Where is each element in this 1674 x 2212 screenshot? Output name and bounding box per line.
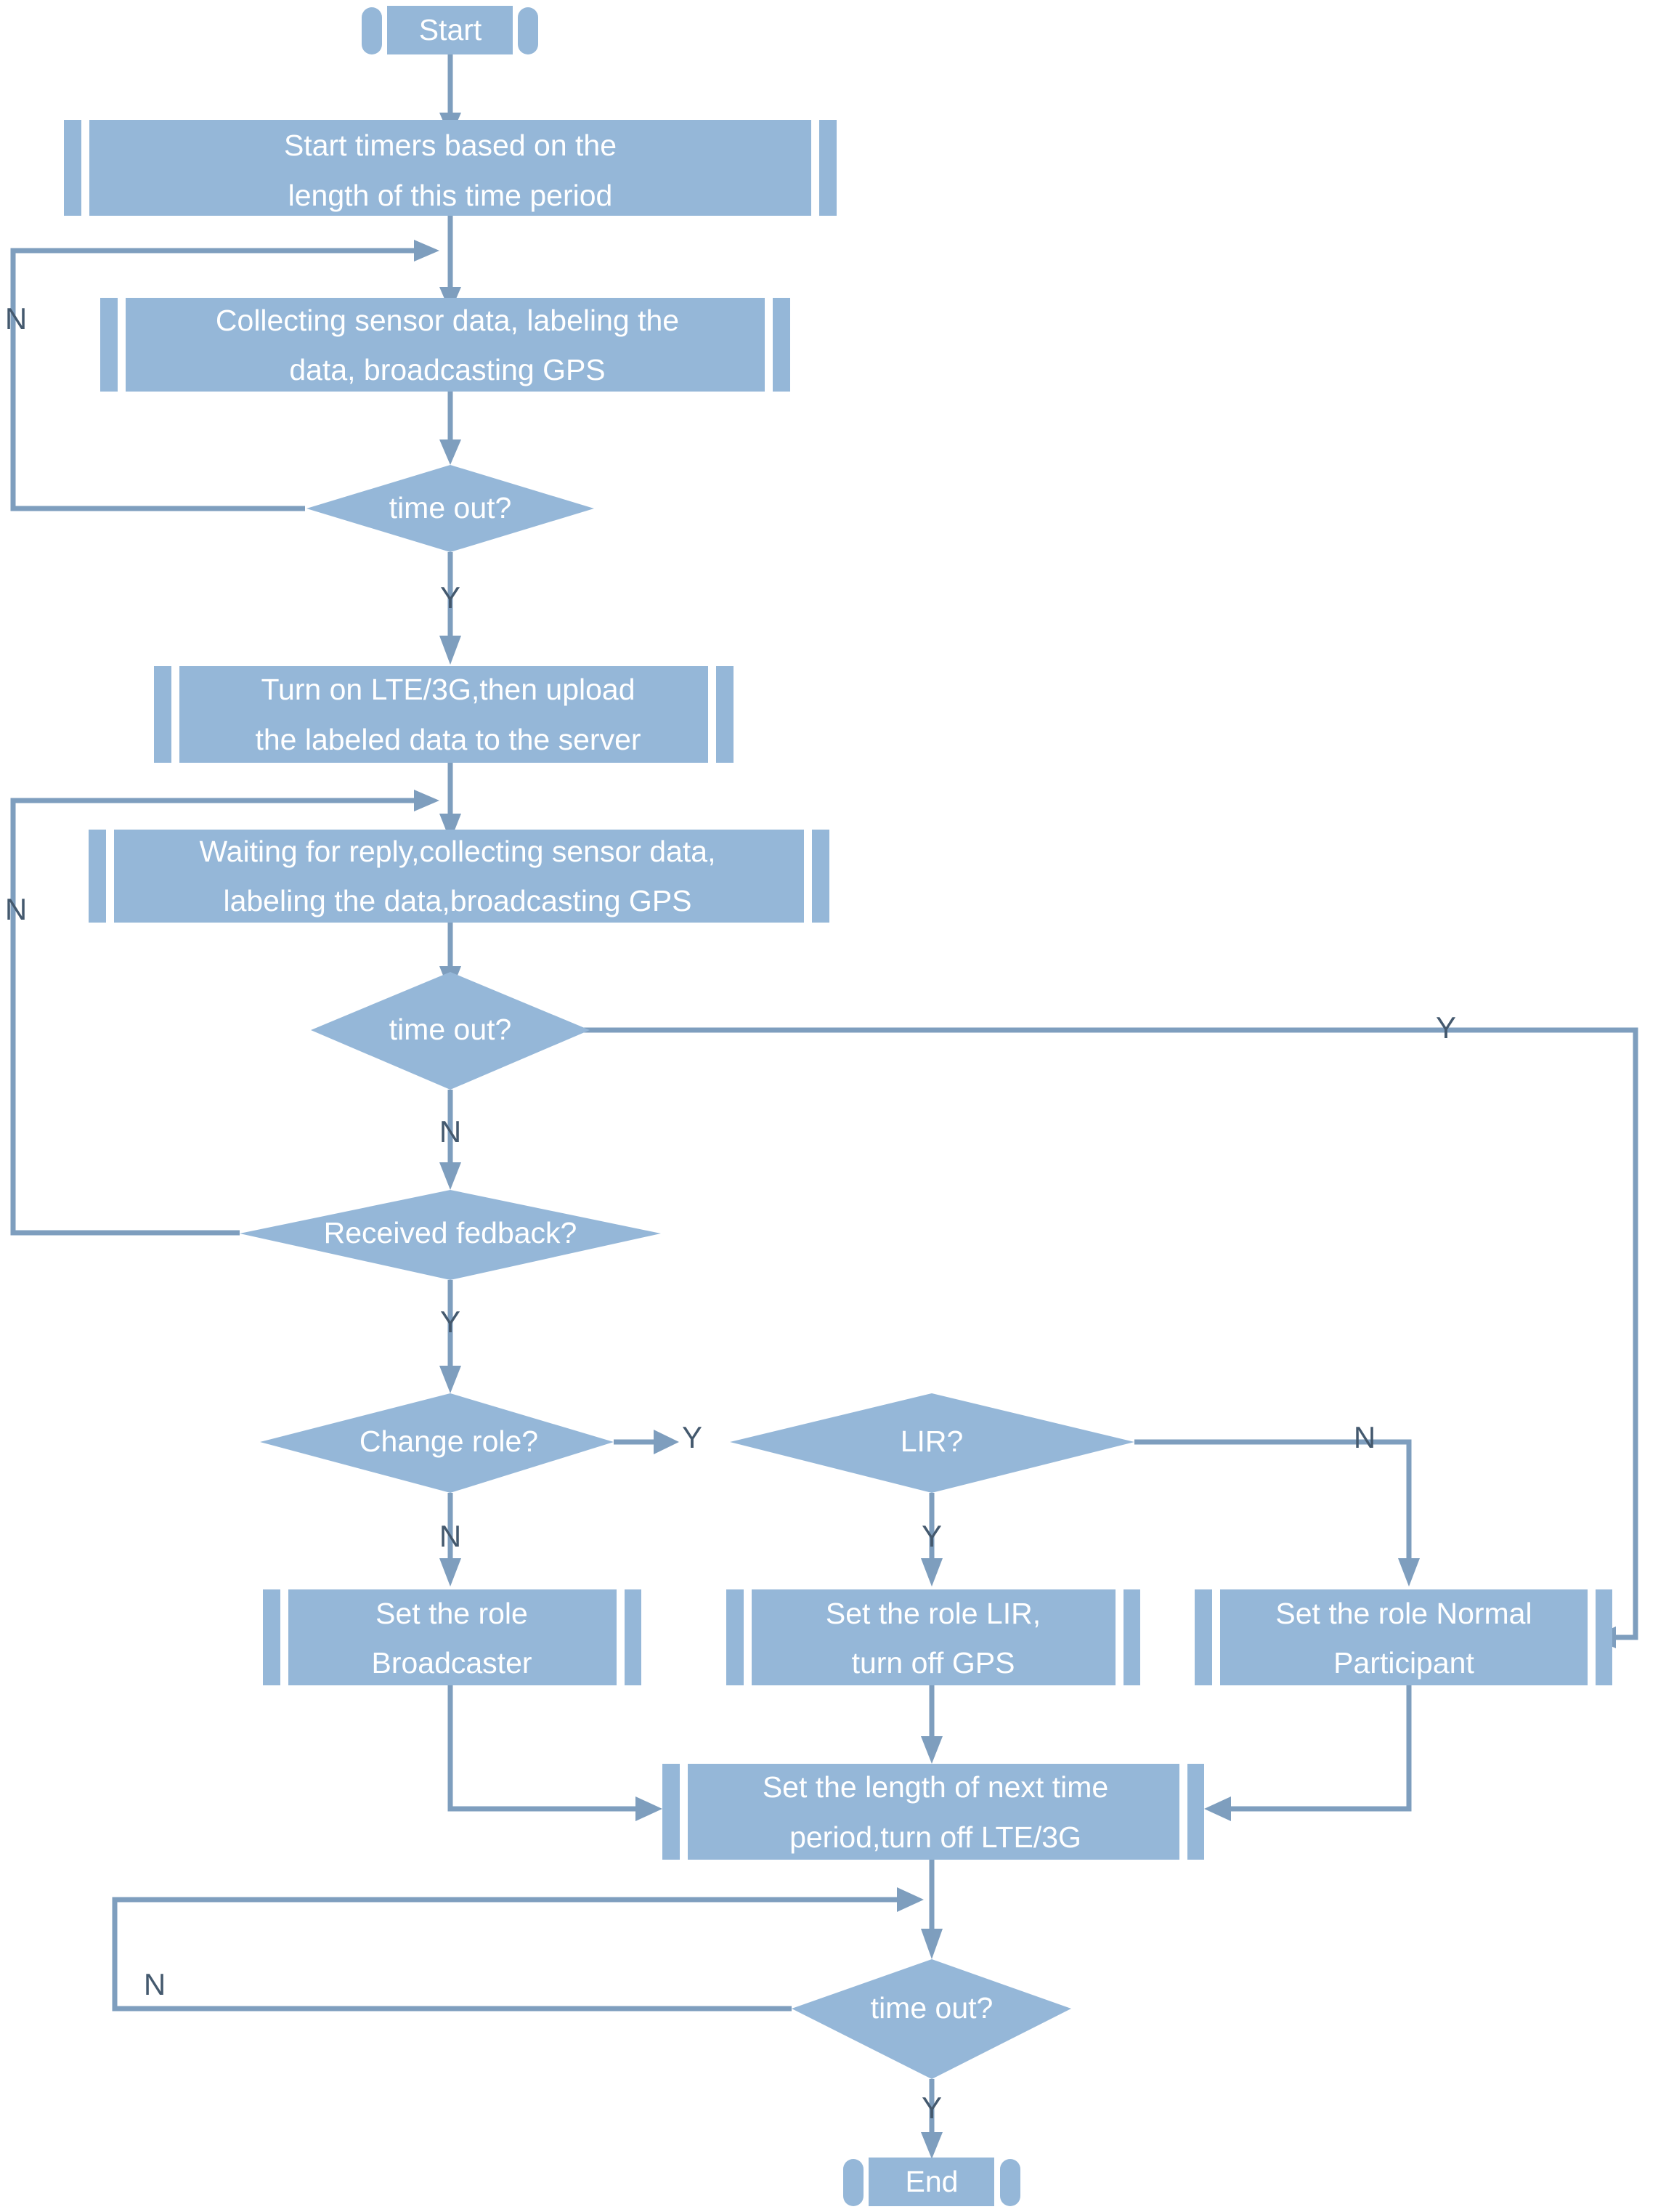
edge-role-bc-to-setlen: [447, 1685, 662, 1821]
edge-upload-to-waiting: [439, 763, 461, 841]
node-timeout-1-label: time out?: [389, 491, 512, 524]
node-end[interactable]: End: [843, 2158, 1020, 2206]
node-start-timers-label-line2: length of this time period: [288, 179, 613, 212]
node-collect-sensor-data-label-line2: data, broadcasting GPS: [289, 353, 605, 386]
node-lir[interactable]: LIR?: [730, 1393, 1134, 1493]
node-upload-data[interactable]: Turn on LTE/3G,then upload the labeled d…: [154, 666, 734, 763]
edge-feedback-no-loop: [10, 790, 439, 1236]
node-timeout-2-label: time out?: [389, 1013, 512, 1046]
edge-role-np-to-setlen: [1204, 1685, 1412, 1821]
node-timeout-1[interactable]: time out?: [306, 465, 594, 552]
edge-label-timeout1-yes: Y: [440, 580, 460, 615]
node-waiting-for-reply[interactable]: Waiting for reply,collecting sensor data…: [89, 830, 829, 923]
edge-setlen-to-timeout3: [921, 1860, 943, 1959]
edge-lir-no-to-role-np: [1134, 1439, 1420, 1587]
node-end-label: End: [906, 2165, 959, 2198]
node-waiting-for-reply-label-line2: labeling the data,broadcasting GPS: [223, 884, 691, 917]
node-timeout-3[interactable]: time out?: [792, 1959, 1071, 2079]
node-start-timers-label-line1: Start timers based on the: [284, 129, 617, 162]
node-waiting-for-reply-label-line1: Waiting for reply,collecting sensor data…: [200, 835, 716, 868]
edge-timeout1-yes-to-upload: [439, 552, 461, 665]
edge-collect1-to-timeout1: [439, 392, 461, 465]
node-received-feedback-label: Received fedback?: [324, 1216, 577, 1249]
node-received-feedback[interactable]: Received fedback?: [240, 1190, 661, 1280]
node-set-next-period-label-line2: period,turn off LTE/3G: [789, 1820, 1081, 1854]
edge-timeout3-no-loop: [112, 1887, 924, 2012]
node-set-role-normal-participant-label-line2: Participant: [1333, 1646, 1474, 1680]
edge-changerole-yes-to-lir: [614, 1430, 679, 1454]
node-set-role-normal-participant-label-line1: Set the role Normal: [1275, 1597, 1532, 1630]
connector-layer: [10, 54, 1638, 2159]
node-change-role[interactable]: Change role?: [260, 1393, 614, 1493]
node-set-role-lir-label-line2: turn off GPS: [852, 1646, 1015, 1680]
edge-timeout2-yes-to-role-np: [581, 1027, 1638, 1648]
node-start[interactable]: Start: [362, 6, 538, 54]
node-set-role-lir-label-line1: Set the role LIR,: [826, 1597, 1041, 1630]
edge-label-timeout2-no: N: [439, 1114, 461, 1148]
node-collect-sensor-data-label-line1: Collecting sensor data, labeling the: [216, 304, 679, 337]
node-timeout-3-label: time out?: [871, 1991, 994, 2025]
node-start-label: Start: [419, 13, 482, 46]
edge-label-feedback-no: N: [5, 892, 27, 926]
edge-label-changerole-no: N: [439, 1519, 461, 1553]
edge-feedback-yes-to-changerole: [439, 1280, 461, 1393]
node-upload-data-label-line1: Turn on LTE/3G,then upload: [261, 673, 635, 706]
node-lir-label: LIR?: [901, 1425, 964, 1458]
edge-label-layer: N Y Y N N Y Y N Y N N Y: [5, 301, 1456, 2125]
node-set-next-period-label-line1: Set the length of next time: [763, 1770, 1108, 1804]
edge-timeout2-no-to-feedback: [439, 1090, 461, 1190]
edge-role-lir-to-setlen: [921, 1685, 943, 1764]
node-change-role-label: Change role?: [359, 1425, 538, 1458]
node-timeout-2[interactable]: time out?: [311, 972, 590, 1090]
node-set-role-broadcaster[interactable]: Set the role Broadcaster: [263, 1589, 641, 1685]
node-start-timers[interactable]: Start timers based on the length of this…: [64, 120, 837, 216]
edge-label-timeout3-yes: Y: [922, 2091, 942, 2125]
node-set-role-broadcaster-label-line1: Set the role: [375, 1597, 528, 1630]
edge-label-lir-yes: Y: [922, 1519, 942, 1553]
node-collect-sensor-data[interactable]: Collecting sensor data, labeling the dat…: [100, 298, 790, 392]
node-set-role-broadcaster-label-line2: Broadcaster: [371, 1646, 532, 1680]
node-upload-data-label-line2: the labeled data to the server: [255, 723, 641, 756]
edge-timeout1-no-loop: [10, 240, 439, 511]
node-set-next-period[interactable]: Set the length of next time period,turn …: [662, 1764, 1204, 1860]
edge-lir-yes-to-role-lir: [921, 1493, 943, 1587]
edge-timeout3-yes-to-end: [921, 2079, 943, 2159]
edge-label-timeout1-no: N: [5, 301, 27, 336]
edge-label-lir-no: N: [1354, 1420, 1376, 1454]
edge-changerole-no-to-role-bc: [439, 1493, 461, 1587]
node-set-role-lir[interactable]: Set the role LIR, turn off GPS: [726, 1589, 1140, 1685]
edge-label-feedback-yes: Y: [440, 1305, 460, 1339]
edge-label-timeout3-no: N: [144, 1967, 166, 2001]
edge-label-changerole-yes: Y: [682, 1420, 702, 1454]
edge-label-timeout2-yes: Y: [1436, 1010, 1456, 1045]
node-set-role-normal-participant[interactable]: Set the role Normal Participant: [1195, 1589, 1612, 1685]
